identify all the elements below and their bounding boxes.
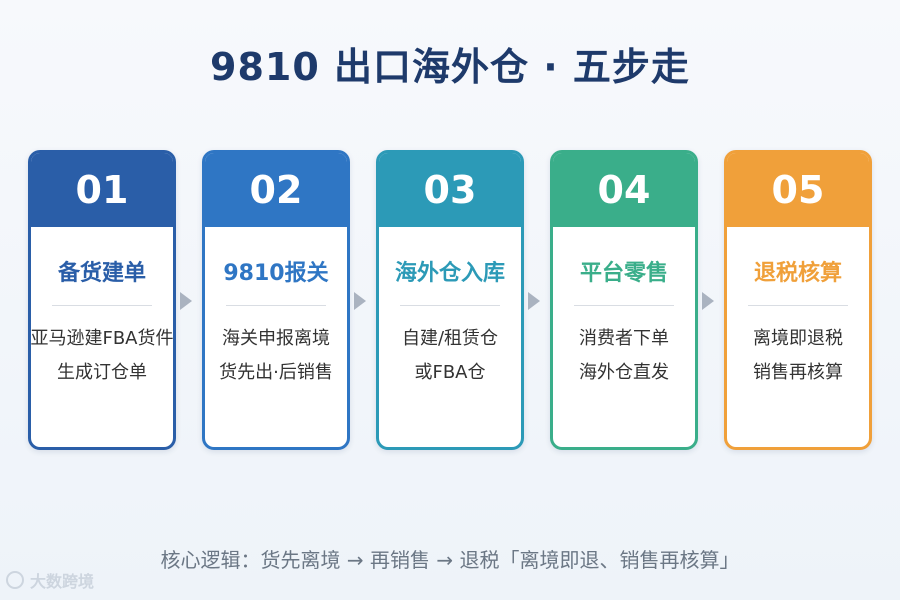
step-line-1: 亚马逊建FBA货件	[30, 328, 174, 349]
step-line-2: 或FBA仓	[414, 362, 486, 383]
divider	[748, 305, 848, 306]
step-title: 海外仓入库	[394, 261, 505, 286]
step-card-3: 03 海外仓入库 自建/租赁仓 或FBA仓	[376, 150, 524, 450]
step-line-1: 离境即退税	[753, 328, 843, 349]
step-card-5: 05 退税核算 离境即退税 销售再核算	[724, 150, 872, 450]
step-line-1: 消费者下单	[579, 328, 669, 349]
arrow-right-icon	[702, 292, 714, 310]
step-line-1: 海关申报离境	[222, 328, 330, 349]
step-card-2: 02 9810报关 海关申报离境 货先出·后销售	[202, 150, 350, 450]
step-card-4: 04 平台零售 消费者下单 海外仓直发	[550, 150, 698, 450]
divider	[574, 305, 674, 306]
step-line-2: 生成订仓单	[57, 362, 147, 383]
footer-summary: 核心逻辑：货先离境 → 再销售 → 退税「离境即退、销售再核算」	[160, 548, 740, 572]
step-title: 9810报关	[223, 261, 329, 286]
divider	[226, 305, 326, 306]
arrow-right-icon	[354, 292, 366, 310]
step-line-2: 货先出·后销售	[219, 362, 333, 383]
step-title: 退税核算	[753, 261, 842, 286]
step-card-1: 01 备货建单 亚马逊建FBA货件 生成订仓单	[28, 150, 176, 450]
page-title: 9810 出口海外仓 · 五步走	[210, 45, 690, 89]
step-title: 备货建单	[57, 261, 146, 286]
divider	[400, 305, 500, 306]
step-number: 04	[553, 153, 695, 227]
watermark-logo: 大数跨境	[6, 568, 94, 592]
step-number: 03	[379, 153, 521, 227]
divider	[52, 305, 152, 306]
step-line-1: 自建/租赁仓	[401, 328, 499, 349]
arrow-right-icon	[180, 292, 192, 310]
step-number: 05	[727, 153, 869, 227]
step-number: 01	[31, 153, 173, 227]
arrow-right-icon	[528, 292, 540, 310]
step-title: 平台零售	[579, 261, 668, 286]
step-number: 02	[205, 153, 347, 227]
step-line-2: 海外仓直发	[579, 362, 669, 383]
watermark-text: 大数跨境	[30, 572, 95, 591]
logo-icon	[6, 571, 24, 589]
step-line-2: 销售再核算	[753, 362, 843, 383]
